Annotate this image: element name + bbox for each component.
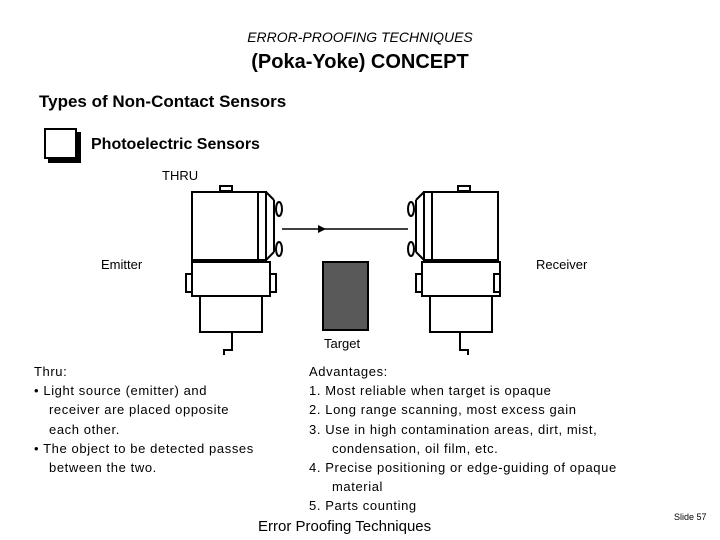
receiver-bevel-top xyxy=(415,191,425,201)
receiver-lens-frame xyxy=(423,191,433,261)
emitter-sensor xyxy=(185,185,283,355)
emitter-label: Emitter xyxy=(101,257,143,272)
emitter-top-tab xyxy=(219,185,233,192)
advantage-item: condensation, oil film, etc. xyxy=(332,440,499,456)
advantage-item: 3. Use in high contamination areas, dirt… xyxy=(309,421,598,437)
receiver-sensor xyxy=(407,185,501,355)
receiver-bracket-tab-right xyxy=(493,273,501,293)
emitter-bracket-tab-left xyxy=(185,273,193,293)
receiver-housing xyxy=(431,191,499,261)
emitter-base xyxy=(199,295,263,333)
emitter-bevel-top xyxy=(265,191,275,201)
thru-line: receiver are placed opposite xyxy=(49,402,230,418)
thru-line: • The object to be detected passes xyxy=(34,440,254,456)
receiver-bracket xyxy=(421,261,501,297)
emitter-bevel-bottom xyxy=(265,251,275,261)
beam-arrow-icon xyxy=(318,225,326,233)
receiver-top-tab xyxy=(457,185,471,192)
advantage-item: 2. Long range scanning, most excess gain xyxy=(309,402,577,418)
header-subtitle: ERROR-PROOFING TECHNIQUES xyxy=(247,29,473,45)
emitter-lens-frame xyxy=(257,191,267,261)
emitter-cable xyxy=(223,332,233,355)
target-block xyxy=(322,261,369,331)
mode-label: THRU xyxy=(162,168,199,183)
footer-text: Error Proofing Techniques xyxy=(258,518,432,535)
receiver-lens-top xyxy=(407,201,415,217)
advantage-item: 1. Most reliable when target is opaque xyxy=(309,383,552,399)
emitter-housing xyxy=(191,191,259,261)
receiver-label: Receiver xyxy=(536,257,588,272)
receiver-cable xyxy=(459,332,469,355)
thru-line: between the two. xyxy=(49,460,157,476)
target-label: Target xyxy=(324,336,361,351)
receiver-bracket-tab-left xyxy=(415,273,423,293)
advantages-list: Advantages: 1. Most reliable when target… xyxy=(309,362,679,516)
receiver-base xyxy=(429,295,493,333)
slide-number: Slide 57 xyxy=(674,512,707,522)
bullet-label: Photoelectric Sensors xyxy=(91,136,260,153)
emitter-lens-top xyxy=(275,201,283,217)
advantage-item: material xyxy=(332,479,384,495)
header-title: (Poka-Yoke) CONCEPT xyxy=(251,51,469,73)
thru-line: • Light source (emitter) and xyxy=(34,383,208,399)
emitter-bracket-tab-right xyxy=(269,273,277,293)
advantage-item: 5. Parts counting xyxy=(309,498,417,514)
emitter-bracket xyxy=(191,261,271,297)
thru-line: each other. xyxy=(49,421,120,437)
section-title: Types of Non-Contact Sensors xyxy=(39,92,287,111)
receiver-bevel-bottom xyxy=(415,251,425,261)
square-bullet-icon xyxy=(44,128,77,159)
advantages-heading: Advantages: xyxy=(309,364,388,379)
thru-heading: Thru: xyxy=(34,364,68,379)
thru-description: Thru: • Light source (emitter) and recei… xyxy=(34,362,304,477)
receiver-lens-bottom xyxy=(407,241,415,257)
advantage-item: 4. Precise positioning or edge-guiding o… xyxy=(309,460,617,476)
emitter-lens-bottom xyxy=(275,241,283,257)
